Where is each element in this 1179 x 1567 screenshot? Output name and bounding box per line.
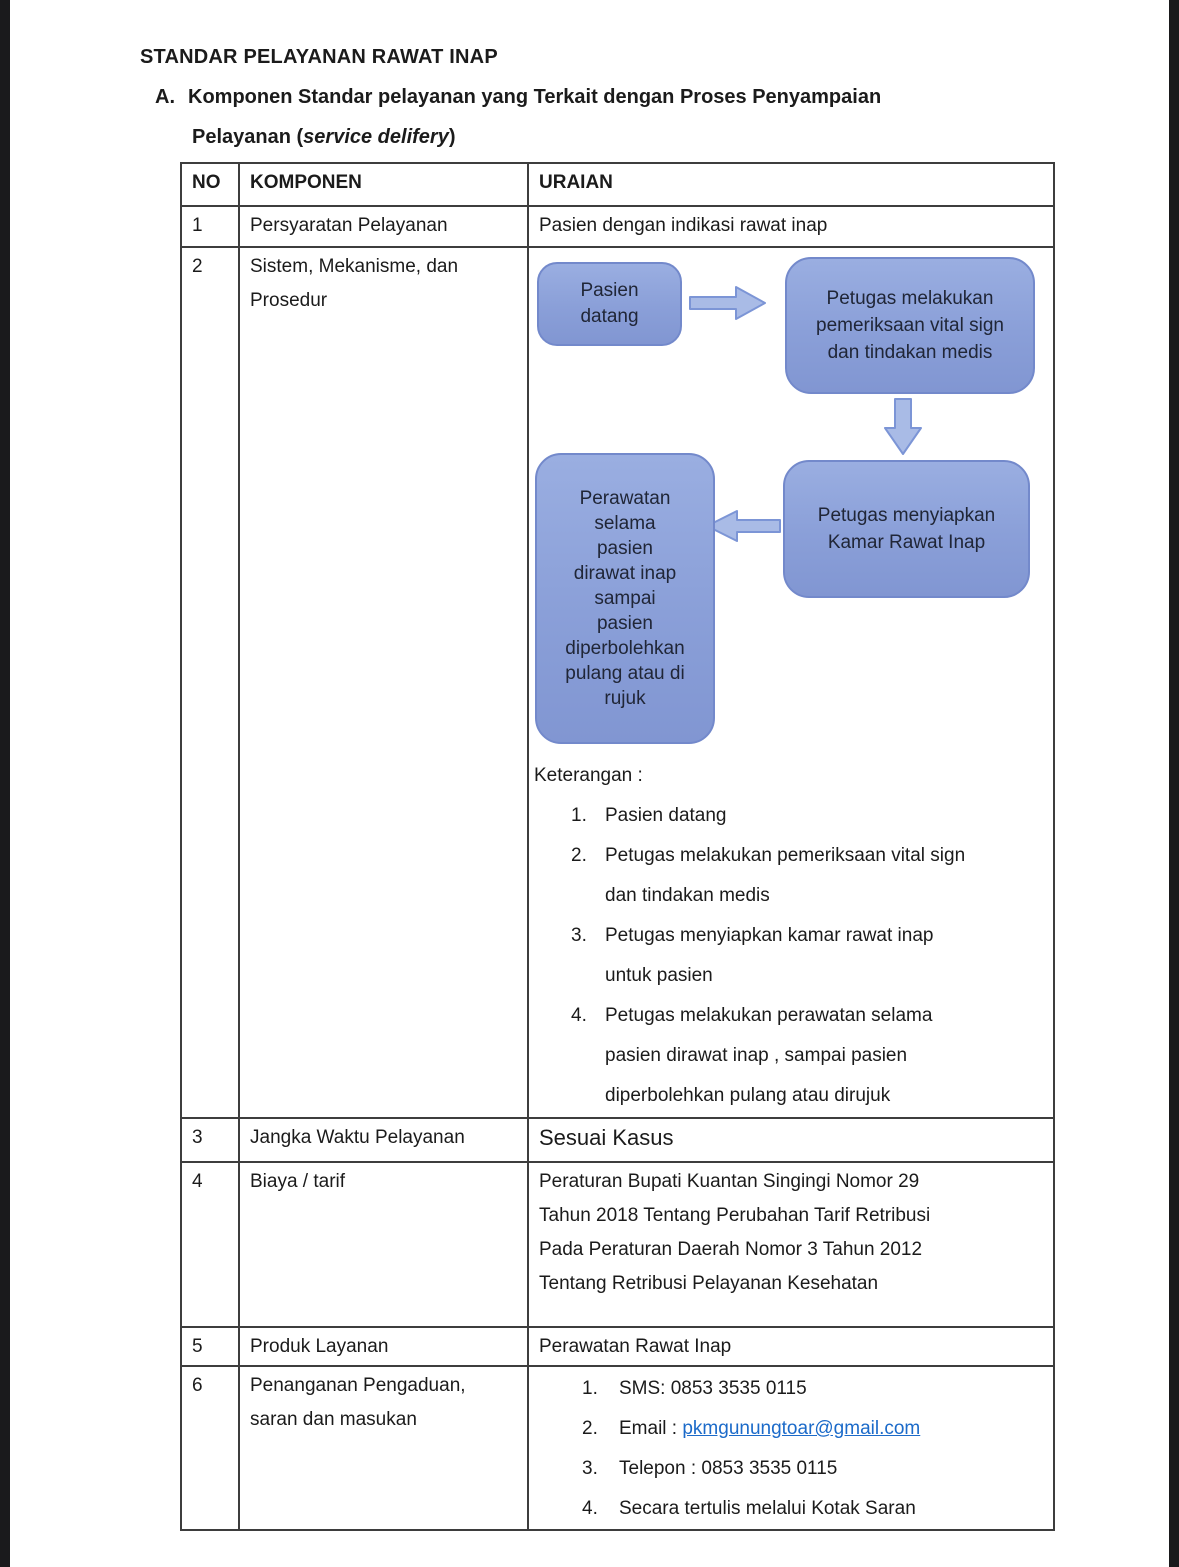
page-title: STANDAR PELAYANAN RAWAT INAP: [140, 46, 498, 68]
cell-komponen-6: Penanganan Pengaduan, saran dan masukan: [238, 1365, 529, 1531]
flow-box-pasien-datang: Pasien datang: [537, 262, 682, 346]
list-item: 2. Email : pkmgunungtoar@gmail.com: [539, 1409, 1049, 1449]
cell-uraian-5: Perawatan Rawat Inap: [527, 1326, 1055, 1367]
list-item: 4. Petugas melakukan perawatan selama pa…: [534, 996, 1049, 1116]
cell-komponen-5: Produk Layanan: [238, 1326, 529, 1367]
table-header-row: NO KOMPONEN URAIAN: [180, 162, 1055, 207]
table-row: 3 Jangka Waktu Pelayanan Sesuai Kasus: [180, 1117, 1055, 1163]
header-uraian: URAIAN: [527, 162, 1055, 207]
flow-arrow-right-icon: [689, 286, 766, 320]
cell-komponen-2: Sistem, Mekanisme, dan Prosedur: [238, 246, 529, 1119]
table-row: 4 Biaya / tarif Peraturan Bupati Kuantan…: [180, 1161, 1055, 1328]
flow-arrow-down-icon: [884, 398, 922, 455]
keterangan-block: Keterangan : 1. Pasien datang 2. Petugas…: [534, 756, 1049, 1116]
keterangan-label: Keterangan :: [534, 765, 643, 786]
cell-uraian-2-flowchart: Pasien datang Petugas melakukan pemeriks…: [527, 246, 1055, 1119]
list-item-number: 1.: [582, 1378, 598, 1399]
heading2-prefix: Pelayanan (: [192, 126, 304, 148]
list-item-number: 3.: [571, 925, 587, 946]
heading2-italic: service delifery: [303, 126, 449, 148]
flow-box-perawatan: Perawatan selama pasien dirawat inap sam…: [535, 453, 715, 744]
cell-komponen-3: Jangka Waktu Pelayanan: [238, 1117, 529, 1163]
heading2-suffix: ): [448, 126, 456, 148]
list-item: 3. Telepon : 0853 3535 0115: [539, 1449, 1049, 1489]
cell-no-3: 3: [180, 1117, 240, 1163]
email-contact: Email : pkmgunungtoar@gmail.com: [619, 1409, 920, 1449]
list-item: 2. Petugas melakukan pemeriksaan vital s…: [534, 836, 1049, 916]
table-row: 2 Sistem, Mekanisme, dan Prosedur Pasien…: [180, 246, 1055, 1119]
list-item-text: Pasien datang: [605, 805, 727, 826]
section-letter: A.: [155, 86, 175, 108]
cell-uraian-4: Peraturan Bupati Kuantan Singingi Nomor …: [527, 1161, 1055, 1328]
suggestion-box-contact: Secara tertulis melalui Kotak Saran: [619, 1498, 916, 1519]
left-edge-strip: [0, 0, 10, 1567]
list-item-number: 4.: [571, 1005, 587, 1026]
list-item-number: 2.: [571, 845, 587, 866]
list-item: 4. Secara tertulis melalui Kotak Saran: [539, 1489, 1049, 1529]
flow-box-kamar-inap: Petugas menyiapkan Kamar Rawat Inap: [783, 460, 1030, 598]
list-item: 1. Pasien datang: [534, 796, 1049, 836]
cell-uraian-1: Pasien dengan indikasi rawat inap: [527, 205, 1055, 248]
list-item-number: 2.: [582, 1418, 598, 1439]
cell-no-4: 4: [180, 1161, 240, 1328]
list-item-text: Petugas melakukan pemeriksaan vital sign…: [605, 845, 966, 906]
cell-no-5: 5: [180, 1326, 240, 1367]
header-komponen: KOMPONEN: [238, 162, 529, 207]
table-row: 5 Produk Layanan Perawatan Rawat Inap: [180, 1326, 1055, 1367]
section-heading: A. Komponen Standar pelayanan yang Terkai…: [155, 86, 881, 109]
list-item-number: 4.: [582, 1498, 598, 1519]
service-standard-table: NO KOMPONEN URAIAN 1 Persyaratan Pelayan…: [180, 162, 1055, 1531]
list-item-text: Petugas menyiapkan kamar rawat inap untu…: [605, 925, 934, 986]
section-heading-line2: Pelayanan (service delifery): [192, 126, 456, 149]
cell-uraian-3: Sesuai Kasus: [527, 1117, 1055, 1163]
list-item-number: 1.: [571, 805, 587, 826]
phone-contact: Telepon : 0853 3535 0115: [619, 1458, 838, 1479]
table-row: 1 Persyaratan Pelayanan Pasien dengan in…: [180, 205, 1055, 248]
cell-no-1: 1: [180, 205, 240, 248]
cell-komponen-1: Persyaratan Pelayanan: [238, 205, 529, 248]
table-row: 6 Penanganan Pengaduan, saran dan masuka…: [180, 1365, 1055, 1531]
sms-contact: SMS: 0853 3535 0115: [619, 1378, 807, 1399]
header-no: NO: [180, 162, 240, 207]
email-link[interactable]: pkmgunungtoar@gmail.com: [682, 1418, 921, 1439]
list-item: 1. SMS: 0853 3535 0115: [539, 1369, 1049, 1409]
cell-komponen-4: Biaya / tarif: [238, 1161, 529, 1328]
right-edge-strip: [1169, 0, 1179, 1567]
list-item-text: Petugas melakukan perawatan selama pasie…: [605, 1005, 933, 1106]
cell-no-2: 2: [180, 246, 240, 1119]
flow-box-vital-sign: Petugas melakukan pemeriksaan vital sign…: [785, 257, 1035, 394]
email-label: Email :: [619, 1418, 683, 1439]
list-item: 3. Petugas menyiapkan kamar rawat inap u…: [534, 916, 1049, 996]
section-heading-text: Komponen Standar pelayanan yang Terkait …: [188, 86, 882, 108]
cell-uraian-6-contacts: 1. SMS: 0853 3535 0115 2. Email : pkmgun…: [527, 1365, 1055, 1531]
cell-no-6: 6: [180, 1365, 240, 1531]
list-item-number: 3.: [582, 1458, 598, 1479]
flow-arrow-left-icon: [706, 510, 781, 542]
